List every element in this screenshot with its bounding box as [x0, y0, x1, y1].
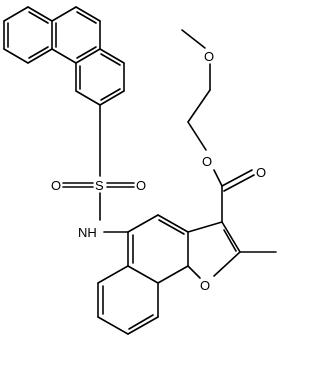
ester-chain: [181, 29, 255, 223]
atom-label-o-methoxy: O: [204, 49, 214, 64]
atom-label-sulfur: S: [95, 178, 104, 193]
molecule-structure-diagram: O O O O S O O NH: [3, 6, 277, 335]
atom-label-o-sulfonyl-left: O: [51, 178, 61, 193]
atom-label-o-ester: O: [202, 154, 212, 169]
naphthofuran-core: [97, 214, 277, 335]
naphthalene-sulfonyl-group: [3, 6, 125, 106]
atom-label-o-sulfonyl-right: O: [136, 178, 146, 193]
atom-label-o-carbonyl: O: [256, 165, 266, 180]
sulfonamide-group: [62, 104, 135, 233]
molecule-svg: O O O O S O O NH: [3, 6, 277, 335]
atom-label-o-furan: O: [200, 278, 210, 293]
atom-label-nh: NH: [78, 225, 97, 240]
